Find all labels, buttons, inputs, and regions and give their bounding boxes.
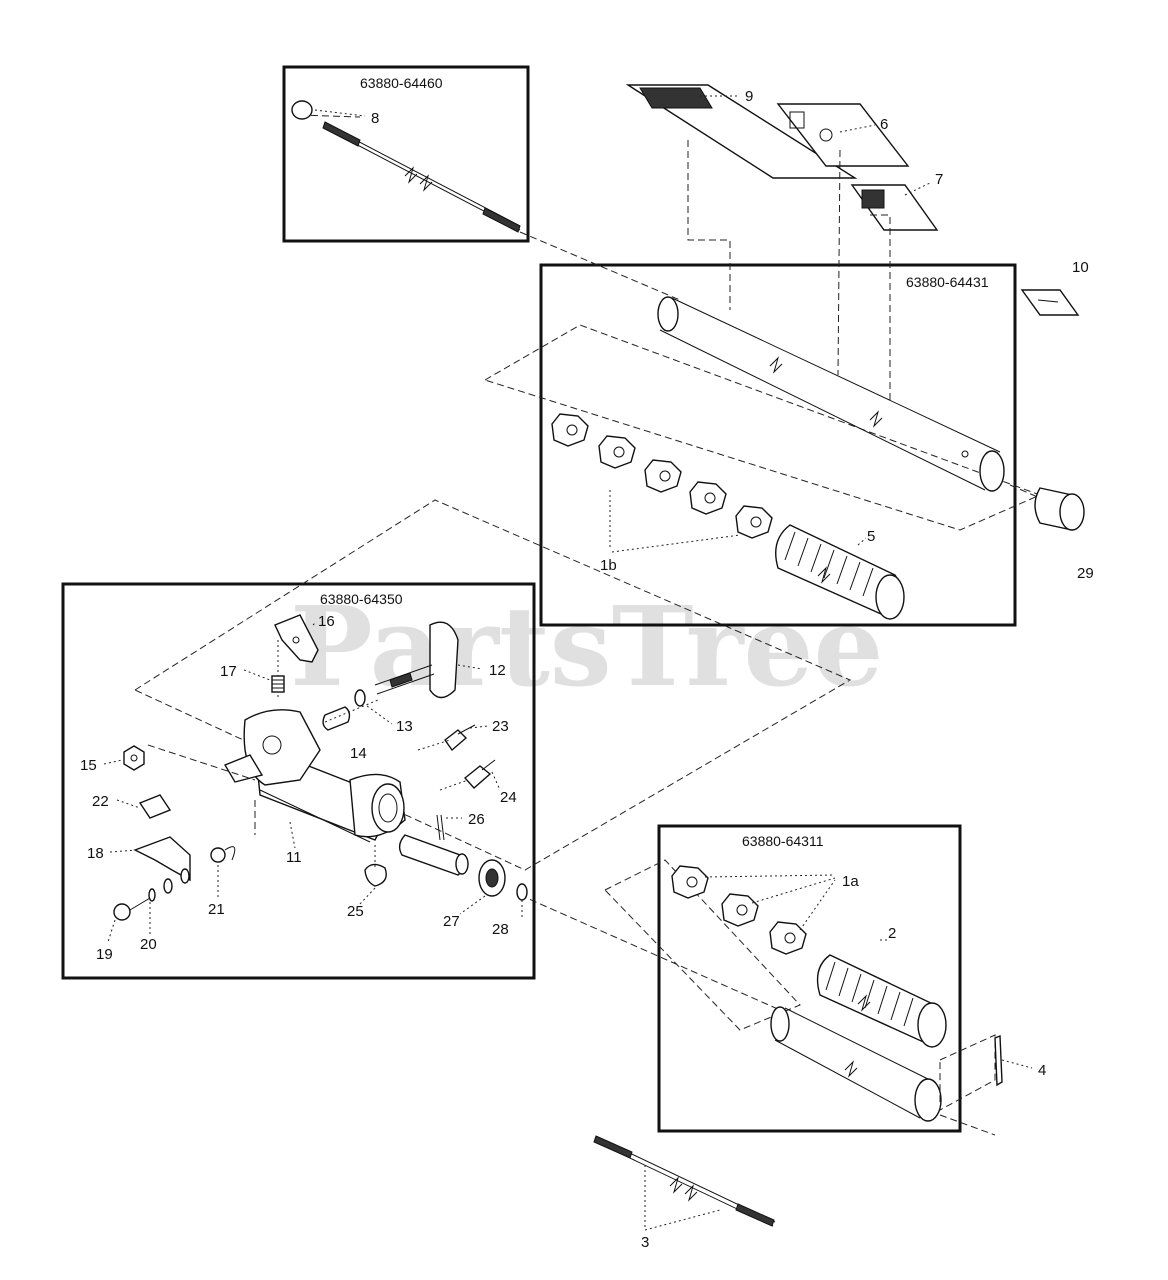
callout-9: 9 (745, 88, 753, 105)
liner-bushings-1b (551, 413, 773, 539)
callout-26: 26 (468, 811, 485, 828)
bracket-18 (133, 836, 191, 882)
callout-23: 23 (492, 718, 509, 735)
callout-leaders (103, 95, 1033, 1069)
ribbed-liner-5 (775, 524, 905, 620)
callout-4: 4 (1038, 1062, 1046, 1079)
kit-box-64460 (282, 65, 530, 243)
callouts: 9 6 7 8 10 5 1b 29 16 12 17 13 14 23 15 … (80, 88, 1094, 1251)
callout-28: 28 (492, 921, 509, 938)
callout-17: 17 (220, 663, 237, 680)
callout-25: 25 (347, 903, 364, 920)
decal-leaders (687, 140, 891, 400)
callout-15: 15 (80, 757, 97, 774)
callout-22: 22 (92, 793, 109, 810)
clip-21 (210, 846, 236, 863)
callout-1b: 1b (600, 557, 617, 574)
liner-leaders-1a (704, 874, 836, 931)
lower-tube (770, 1006, 942, 1122)
callout-8: 8 (371, 110, 379, 127)
kit-number-64350: 63880-64350 (320, 591, 403, 607)
pad-22 (138, 794, 172, 819)
callout-24: 24 (500, 789, 517, 806)
pin-14 (322, 706, 351, 731)
screw-19 (113, 894, 156, 921)
shaft-27 (398, 834, 469, 876)
kit-number-64460: 63880-64460 (360, 75, 443, 91)
nut-15 (123, 745, 145, 771)
callout-29: 29 (1077, 565, 1094, 582)
callout-21: 21 (208, 901, 225, 918)
callout-14: 14 (350, 745, 367, 762)
kit-box-64311 (657, 824, 962, 1133)
decal-9 (625, 84, 858, 179)
callout-11: 11 (286, 849, 302, 866)
bolt-23 (444, 724, 476, 752)
kit-box-64431 (539, 263, 1017, 627)
callout-1a: 1a (842, 873, 859, 890)
gear-case-11 (223, 709, 406, 843)
decal-plane-4 (939, 1034, 996, 1111)
callout-10: 10 (1072, 259, 1089, 276)
decal-4 (994, 1034, 1003, 1087)
callout-12: 12 (489, 662, 506, 679)
callout-18: 18 (87, 845, 104, 862)
drive-shaft-3 (593, 1135, 776, 1227)
centerlines (299, 114, 1041, 1136)
washers-18b (163, 868, 190, 894)
washer-13 (354, 689, 366, 707)
clip-25 (364, 845, 387, 887)
outer-tube (657, 296, 1005, 492)
callout-16: 16 (318, 613, 335, 630)
spring-17 (271, 675, 285, 693)
lever-16 (274, 614, 319, 663)
pin-26 (436, 814, 445, 841)
callout-27: 27 (443, 913, 460, 930)
callout-5: 5 (867, 528, 875, 545)
callout-19: 19 (96, 946, 113, 963)
cap-29 (1034, 487, 1085, 531)
drive-shaft-8 (291, 100, 521, 233)
bearing-27 (478, 859, 506, 897)
callout-3: 3 (641, 1234, 649, 1251)
ring-28 (516, 883, 528, 901)
liner-bushings-1a (671, 865, 807, 955)
bolt-24 (463, 759, 496, 789)
kit-number-64311: 63880-64311 (742, 833, 824, 849)
ribbed-liner-2 (816, 954, 947, 1048)
callout-20: 20 (140, 936, 157, 953)
decal-6 (776, 103, 910, 167)
decal-7 (850, 184, 939, 231)
kit-box-64350 (61, 582, 536, 980)
callout-13: 13 (396, 718, 413, 735)
callout-7: 7 (935, 171, 943, 188)
leader-3 (644, 1165, 721, 1231)
callout-2: 2 (888, 925, 896, 942)
kit-number-64431: 63880-64431 (906, 274, 989, 290)
gear-plane (133, 499, 852, 871)
liner-leaders-1b (609, 490, 741, 553)
callout-6: 6 (880, 116, 888, 133)
liner-plane-1a (604, 859, 801, 1031)
washer-20 (148, 888, 156, 902)
decal-10 (1020, 289, 1080, 316)
knob-12 (374, 621, 459, 699)
